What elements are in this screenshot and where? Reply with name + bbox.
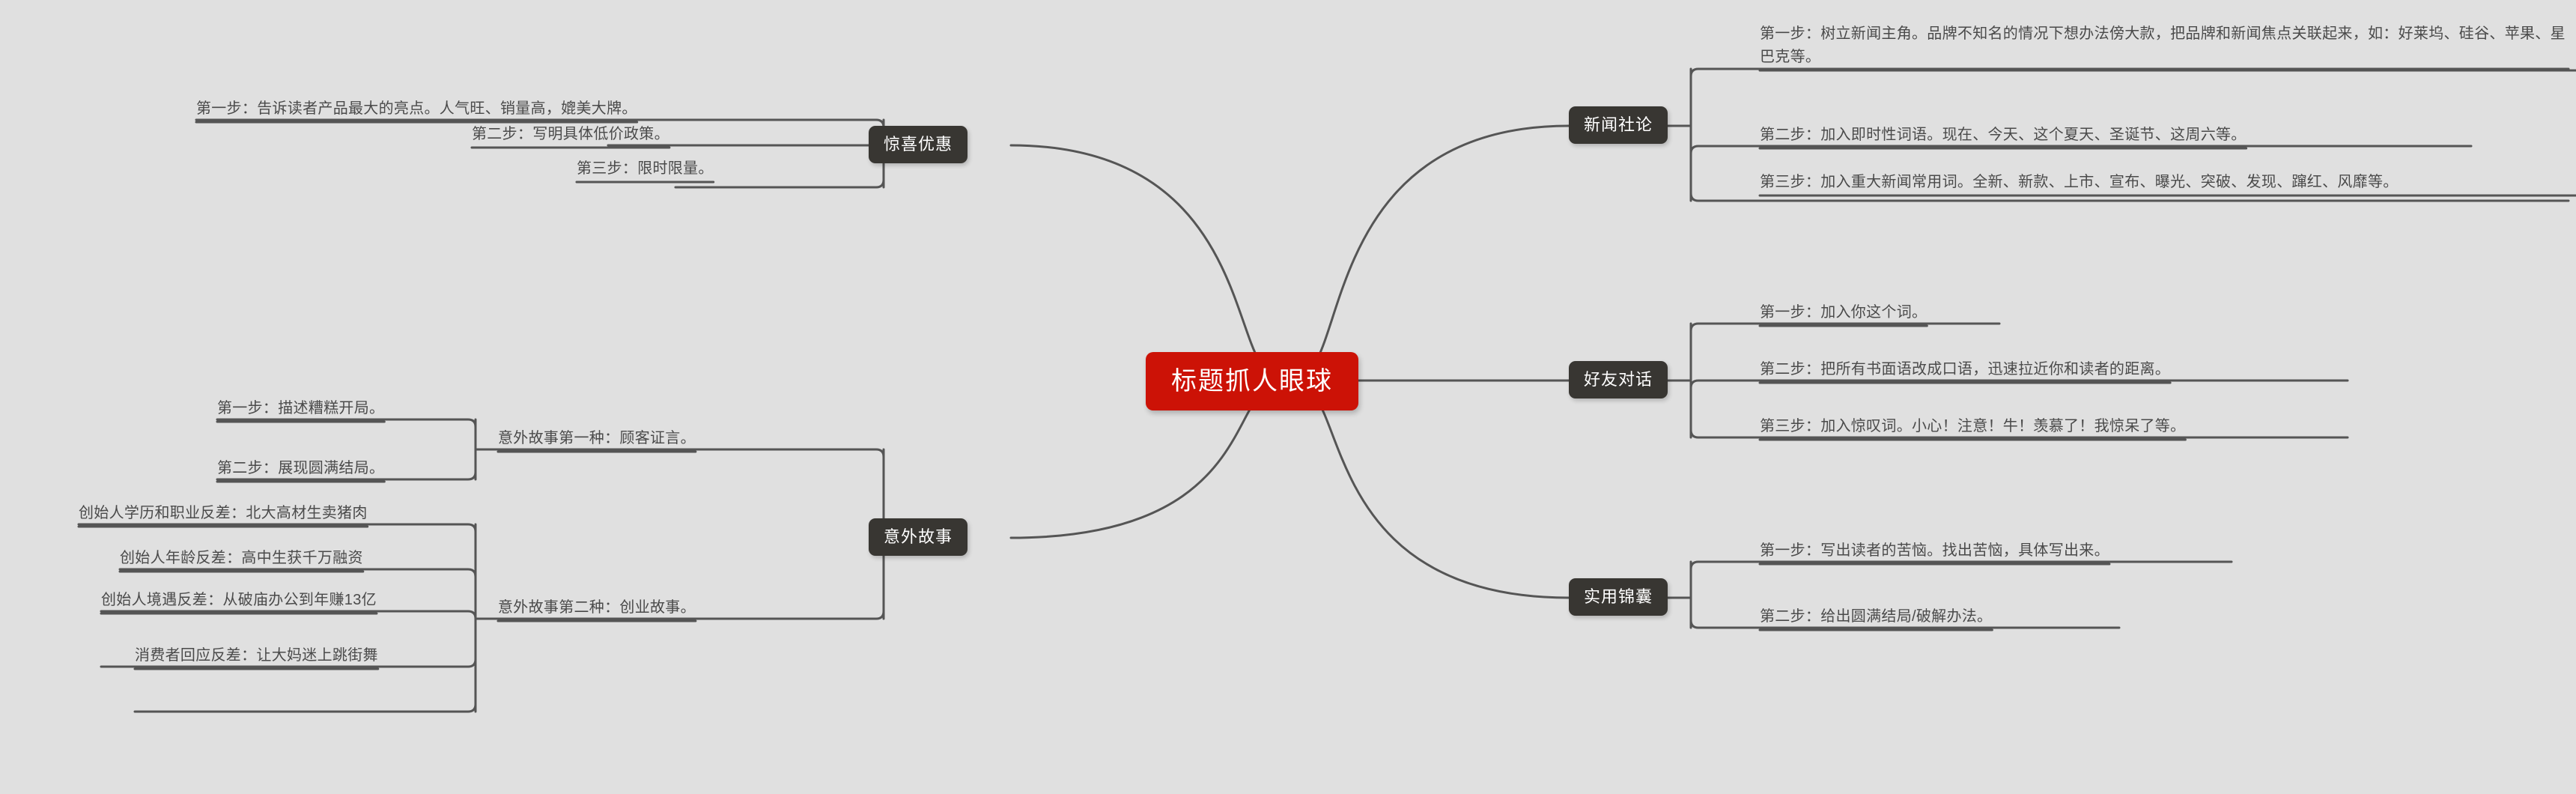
branch-label-tips: 实用锦囊 [1584, 587, 1653, 606]
leaf-text: 意外故事第一种：顾客证言。 [498, 430, 696, 446]
leaf-news-step2[interactable]: 第二步：加入即时性词语。现在、今天、这个夏天、圣诞节、这周六等。 [1760, 124, 2247, 147]
leaf-text: 第三步：限时限量。 [577, 160, 714, 177]
leaf-text: 第三步：加入重大新闻常用词。全新、新款、上市、宣布、曝光、突破、发现、蹿红、风靡… [1760, 174, 2399, 190]
leaf-text: 第二步：把所有书面语改成口语，迅速拉近你和读者的距离。 [1760, 361, 2171, 378]
leaf-news-step3[interactable]: 第三步：加入重大新闻常用词。全新、新款、上市、宣布、曝光、突破、发现、蹿红、风靡… [1760, 171, 2576, 194]
leaf-story1-step1[interactable]: 第一步：描述糟糕开局。 [217, 397, 384, 420]
leaf-story2-item3[interactable]: 创始人境遇反差：从破庙办公到年赚13亿 [101, 589, 377, 612]
branch-label-surprise: 惊喜优惠 [884, 135, 953, 154]
link-news-c1 [1689, 67, 2570, 78]
link-root-news [1298, 124, 1570, 376]
link-story2-c4 [133, 703, 477, 713]
leaf-story-type1[interactable]: 意外故事第一种：顾客证言。 [498, 427, 696, 450]
leaf-story2-item2[interactable]: 创始人年龄反差：高中生获千万融资 [120, 547, 363, 570]
leaf-text: 第一步：加入你这个词。 [1760, 304, 1928, 321]
leaf-story2-item4[interactable]: 消费者回应反差：让大妈迷上跳街舞 [135, 644, 378, 667]
leaf-text: 第一步：写出读者的苦恼。找出苦恼，具体写出来。 [1760, 542, 2109, 559]
link-root-tips [1298, 385, 1570, 599]
leaf-tips-step1[interactable]: 第一步：写出读者的苦恼。找出苦恼，具体写出来。 [1760, 539, 2109, 563]
leaf-surprise-step2[interactable]: 第二步：写明具体低价政策。 [472, 123, 669, 146]
branch-node-tips[interactable]: 实用锦囊 [1569, 578, 1668, 616]
leaf-text: 意外故事第二种：创业故事。 [498, 599, 696, 616]
branch-node-surprise[interactable]: 惊喜优惠 [869, 126, 968, 163]
leaf-text: 第一步：树立新闻主角。品牌不知名的情况下想办法傍大款，把品牌和新闻焦点关联起来，… [1760, 25, 2566, 65]
link-surprise-c3 [674, 178, 885, 189]
link-news-c2 [1689, 145, 2473, 155]
link-story2-c2 [118, 568, 477, 578]
branch-label-story: 意外故事 [884, 527, 953, 546]
leaf-friend-step1[interactable]: 第一步：加入你这个词。 [1760, 301, 1927, 324]
leaf-news-step1[interactable]: 第一步：树立新闻主角。品牌不知名的情况下想办法傍大款，把品牌和新闻焦点关联起来，… [1760, 22, 2576, 69]
link-news-c3 [1689, 192, 2570, 202]
branch-node-story[interactable]: 意外故事 [869, 518, 968, 556]
link-root-surprise [1009, 144, 1278, 376]
leaf-surprise-step1[interactable]: 第一步：告诉读者产品最大的亮点。人气旺、销量高，媲美大牌。 [196, 97, 637, 121]
leaf-text: 第一步：描述糟糕开局。 [217, 400, 385, 416]
leaf-text: 第一步：告诉读者产品最大的亮点。人气旺、销量高，媲美大牌。 [196, 100, 637, 117]
leaf-text: 第三步：加入惊叹词。小心！注意！牛！羡慕了！我惊呆了等。 [1760, 418, 2186, 434]
leaf-text: 创始人年龄反差：高中生获千万融资 [120, 550, 363, 566]
leaf-friend-step2[interactable]: 第二步：把所有书面语改成口语，迅速拉近你和读者的距离。 [1760, 358, 2170, 381]
leaf-text: 第二步：展现圆满结局。 [217, 460, 385, 476]
leaf-surprise-step3[interactable]: 第三步：限时限量。 [577, 157, 714, 181]
link-story2-c1 [77, 523, 477, 533]
branch-node-news[interactable]: 新闻社论 [1569, 106, 1668, 144]
leaf-friend-step3[interactable]: 第三步：加入惊叹词。小心！注意！牛！羡慕了！我惊呆了等。 [1760, 415, 2185, 438]
leaf-text: 创始人境遇反差：从破庙办公到年赚13亿 [101, 592, 377, 608]
leaf-text: 第二步：写明具体低价政策。 [472, 126, 669, 142]
leaf-text: 第二步：加入即时性词语。现在、今天、这个夏天、圣诞节、这周六等。 [1760, 127, 2247, 143]
leaf-tips-step2[interactable]: 第二步：给出圆满结局/破解办法。 [1760, 605, 1992, 628]
leaf-text: 创始人学历和职业反差：北大高材生卖猪肉 [79, 505, 368, 521]
link-story1-c1 [216, 418, 477, 428]
root-node[interactable]: 标题抓人眼球 [1146, 352, 1358, 410]
link-story-c1 [496, 448, 885, 458]
leaf-text: 第二步：给出圆满结局/破解办法。 [1760, 608, 1993, 625]
link-surprise-c2 [607, 144, 885, 154]
branch-node-friend[interactable]: 好友对话 [1569, 361, 1668, 398]
link-friend-c1 [1689, 322, 2001, 333]
branch-label-news: 新闻社论 [1584, 115, 1653, 134]
leaf-story1-step2[interactable]: 第二步：展现圆满结局。 [217, 457, 384, 480]
leaf-story-type2[interactable]: 意外故事第二种：创业故事。 [498, 596, 696, 619]
link-story2-c3 [100, 610, 477, 620]
link-tips-c1 [1689, 560, 2233, 571]
root-label: 标题抓人眼球 [1171, 367, 1333, 396]
link-friend-c2 [1689, 379, 2349, 390]
leaf-text: 消费者回应反差：让大妈迷上跳街舞 [135, 647, 378, 664]
leaf-story2-item1[interactable]: 创始人学历和职业反差：北大高材生卖猪肉 [79, 502, 368, 525]
branch-label-friend: 好友对话 [1584, 370, 1653, 389]
